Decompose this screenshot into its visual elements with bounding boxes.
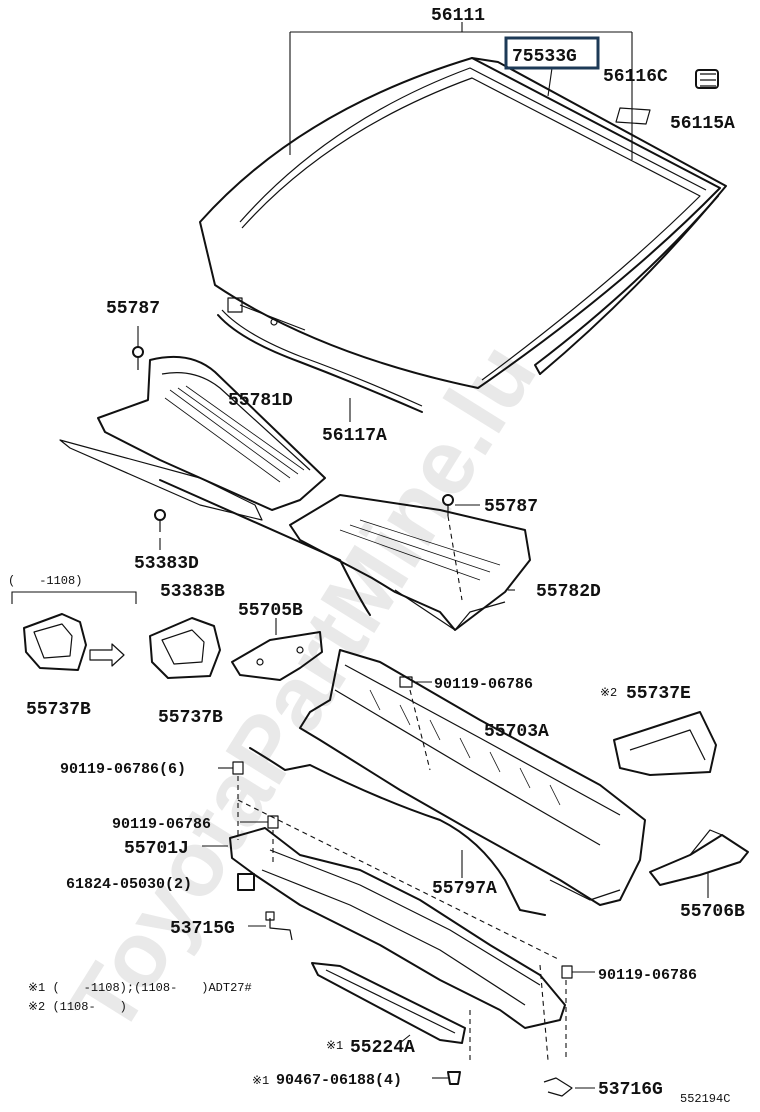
cowl-louver-upper-55781D[interactable] — [59, 355, 326, 521]
windshield-lower-molding[interactable] — [217, 309, 423, 413]
bracket-55705B[interactable] — [231, 631, 323, 681]
label-55787-left[interactable]: 55787 — [106, 299, 160, 319]
mark-55224A: ※1 — [326, 1039, 343, 1053]
cowl-seal-55737B-left[interactable] — [23, 613, 87, 671]
label-55705B[interactable]: 55705B — [238, 601, 303, 621]
label-56116C[interactable]: 56116C — [603, 67, 668, 87]
label-90467-06188[interactable]: 90467-06188(4) — [276, 1072, 402, 1089]
mark-55737E: ※2 — [600, 686, 617, 700]
label-56117A[interactable]: 56117A — [322, 426, 387, 446]
clip-53383D[interactable] — [154, 509, 166, 532]
seal-55737E[interactable] — [613, 711, 717, 776]
label-56115A[interactable]: 56115A — [670, 114, 735, 134]
label-55701J[interactable]: 55701J — [124, 839, 189, 859]
label-53716G[interactable]: 53716G — [598, 1080, 663, 1100]
cowl-seal-55737B-right[interactable] — [149, 617, 221, 679]
label-90119-06786-c[interactable]: 90119-06786 — [598, 967, 697, 984]
reinforcement-55224A[interactable] — [311, 962, 466, 1044]
windshield-clip-bracket[interactable] — [227, 297, 306, 331]
arrow-icon — [89, 643, 125, 667]
label-90119-06786-6[interactable]: 90119-06786(6) — [60, 761, 186, 778]
mark-90467: ※1 — [252, 1074, 269, 1088]
clip-90467-06188[interactable] — [432, 1071, 461, 1085]
bolt-90119-06786-b[interactable] — [240, 815, 279, 829]
label-61824-05030[interactable]: 61824-05030(2) — [66, 876, 192, 893]
cowl-panel-lower-55701J[interactable] — [229, 827, 566, 1029]
label-90119-06786-b[interactable]: 90119-06786 — [112, 816, 211, 833]
range-label: ( -1108) — [8, 574, 82, 588]
hose-clip-53715G[interactable] — [265, 911, 293, 941]
sensor-bracket-56115A[interactable] — [695, 69, 719, 89]
label-53383B[interactable]: 53383B — [160, 582, 225, 602]
hose-clip-53716G[interactable] — [543, 1077, 595, 1097]
label-55703A[interactable]: 55703A — [484, 722, 549, 742]
label-55706B[interactable]: 55706B — [680, 902, 745, 922]
label-53383D[interactable]: 53383D — [134, 554, 199, 574]
label-55797A[interactable]: 55797A — [432, 879, 497, 899]
bracket-55706B[interactable] — [649, 829, 749, 886]
label-55737B-left[interactable]: 55737B — [26, 700, 91, 720]
clip-55787-left[interactable] — [132, 346, 144, 370]
label-55782D[interactable]: 55782D — [536, 582, 601, 602]
label-56111[interactable]: 56111 — [431, 6, 485, 26]
note-1: ※1 ( -1108);(1108- )ADT27# — [28, 981, 252, 995]
cowl-top-panel-55703A[interactable] — [299, 649, 646, 906]
cowl-louver-lower-55782D[interactable] — [289, 494, 531, 631]
cowl-weatherstrip-53383B[interactable] — [159, 479, 371, 616]
label-53715G[interactable]: 53715G — [170, 919, 235, 939]
label-55737E[interactable]: 55737E — [626, 684, 691, 704]
label-75533G[interactable]: 75533G — [512, 47, 577, 67]
label-55787-right[interactable]: 55787 — [484, 497, 538, 517]
range-bracket — [11, 591, 137, 604]
label-55737B-right[interactable]: 55737B — [158, 708, 223, 728]
bolt-90119-06786-a[interactable] — [399, 676, 432, 688]
windshield-glass[interactable] — [199, 57, 727, 389]
figure-code: 552194C — [680, 1092, 730, 1106]
note-2: ※2 (1108- ) — [28, 1000, 127, 1014]
highlight-box — [504, 36, 600, 70]
clip-55787-right[interactable] — [442, 494, 454, 516]
hood-seal-55797A[interactable] — [249, 747, 546, 916]
bolt-90119-06786-6[interactable] — [218, 761, 244, 775]
tape-56116C[interactable] — [615, 107, 651, 125]
windshield-molding-side[interactable] — [534, 195, 719, 375]
bolt-90119-06786-c[interactable] — [561, 965, 595, 979]
label-90119-06786-a[interactable]: 90119-06786 — [434, 676, 533, 693]
label-55781D[interactable]: 55781D — [228, 391, 293, 411]
label-55224A[interactable]: 55224A — [350, 1038, 415, 1058]
clip-61824-05030[interactable] — [237, 873, 255, 891]
